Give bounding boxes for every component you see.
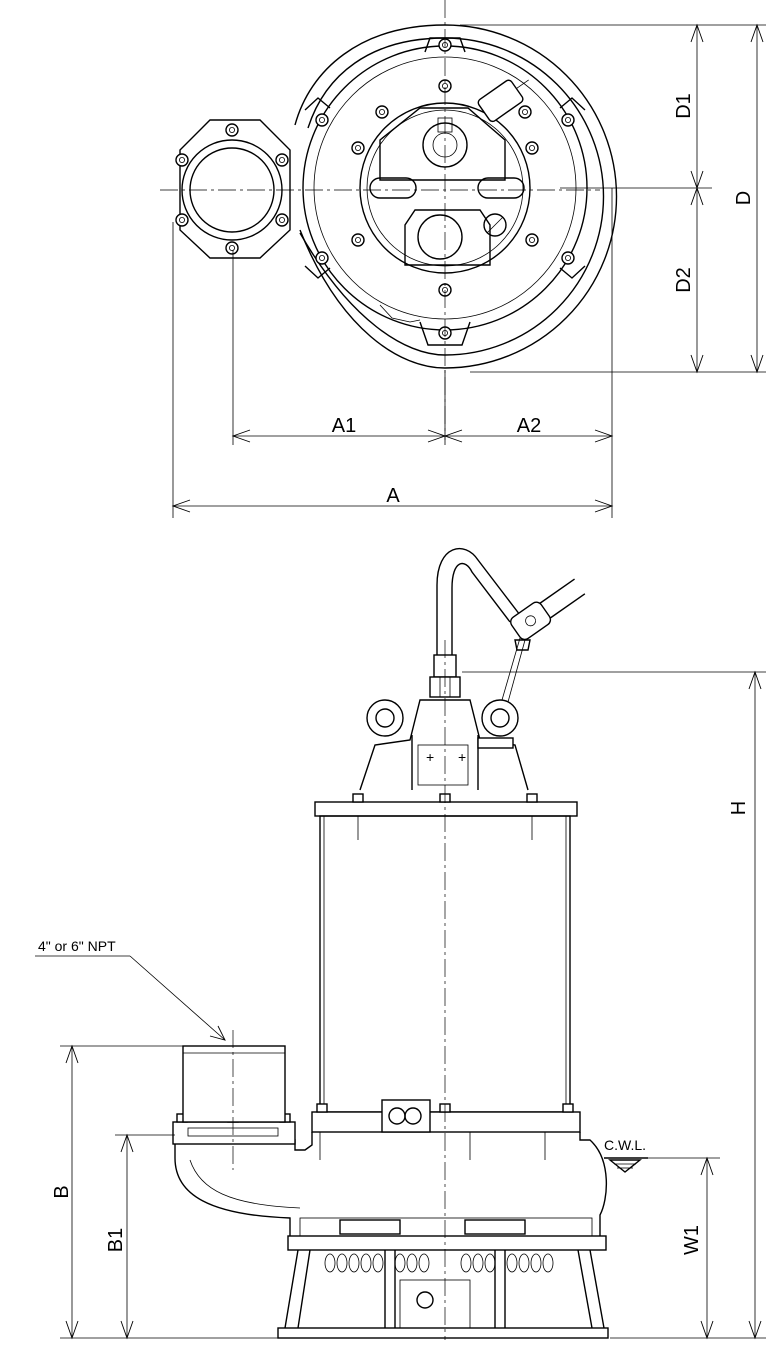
cwl-label: C.W.L.: [604, 1137, 646, 1153]
npt-label: 4" or 6" NPT: [38, 938, 116, 954]
dim-label-a2: A2: [517, 415, 541, 437]
dim-label-d1: D1: [673, 93, 695, 119]
dim-label-d2: D2: [673, 267, 695, 293]
top-view: [160, 0, 618, 440]
top-view-dimensions: A1 A2 A D1 D2 D: [171, 23, 766, 518]
dim-label-d: D: [733, 191, 755, 205]
svg-text:+: +: [426, 749, 434, 765]
dim-label-w1: W1: [681, 1225, 703, 1255]
dim-label-b1: B1: [105, 1228, 127, 1252]
dim-label-b: B: [51, 1185, 73, 1198]
side-view-dimensions: H W1 C.W.L. B B1 4" or 6" NPT: [35, 670, 766, 1340]
dim-label-a: A: [386, 485, 400, 507]
side-view: + +: [172, 547, 609, 1340]
dim-label-h: H: [728, 801, 750, 815]
dim-label-a1: A1: [332, 415, 356, 437]
svg-text:+: +: [458, 749, 466, 765]
